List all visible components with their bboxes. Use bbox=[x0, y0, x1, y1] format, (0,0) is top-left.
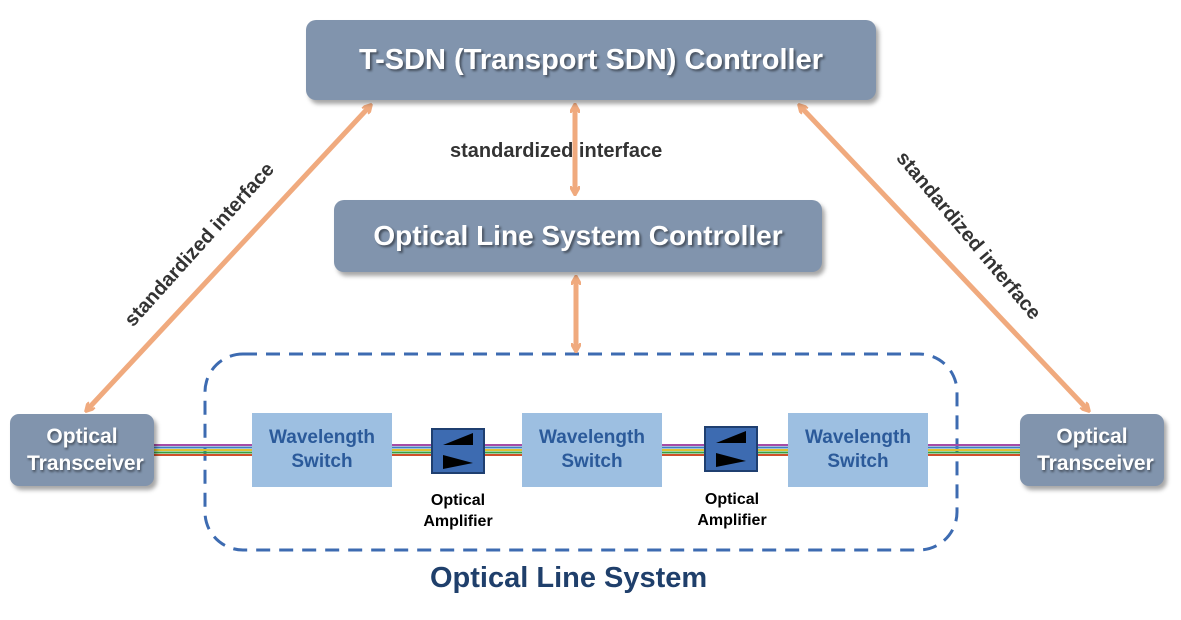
wavelength-switch-1-label: Wavelength Switch bbox=[269, 427, 375, 472]
arrow-tsdn-to-right-transceiver bbox=[800, 106, 1088, 410]
wavelength-switch-3: Wavelength Switch bbox=[788, 413, 928, 487]
wavelength-switch-3-label: Wavelength Switch bbox=[805, 427, 911, 472]
transceiver-right: Optical Transceiver bbox=[1020, 414, 1164, 486]
interface-label-center: standardized interface bbox=[450, 140, 663, 162]
wavelength-switch-2-label: Wavelength Switch bbox=[539, 427, 645, 472]
ols-controller-label: Optical Line System Controller bbox=[373, 220, 783, 251]
amplifier-2-label: Optical Amplifier bbox=[697, 491, 767, 529]
arrow-tsdn-to-left-transceiver bbox=[87, 106, 370, 410]
amplifier-1-icon bbox=[431, 428, 485, 474]
ols-controller-box: Optical Line System Controller bbox=[334, 200, 822, 272]
transceiver-left: Optical Transceiver bbox=[10, 414, 154, 486]
wavelength-switch-1: Wavelength Switch bbox=[252, 413, 392, 487]
optical-line-system-label: Optical Line System bbox=[430, 562, 708, 594]
amplifier-2-icon bbox=[704, 426, 758, 472]
amplifier-1-label: Optical Amplifier bbox=[423, 492, 493, 530]
tsdn-controller-box: T-SDN (Transport SDN) Controller bbox=[306, 20, 876, 100]
wavelength-switch-2: Wavelength Switch bbox=[522, 413, 662, 487]
transceiver-left-label: Optical Transceiver bbox=[27, 425, 144, 475]
transceiver-right-label: Optical Transceiver bbox=[1037, 425, 1154, 475]
tsdn-controller-label: T-SDN (Transport SDN) Controller bbox=[358, 43, 823, 76]
